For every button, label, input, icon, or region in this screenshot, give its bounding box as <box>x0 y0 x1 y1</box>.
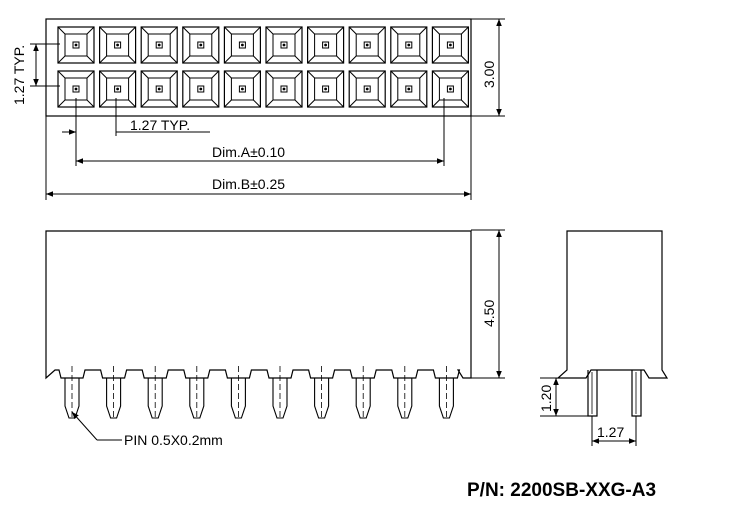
front-pin <box>314 366 330 420</box>
side-pitch-label: 1.27 <box>597 424 624 440</box>
socket-cell <box>390 26 428 64</box>
front-pins <box>64 366 454 420</box>
socket-cell <box>182 26 220 64</box>
row-pitch-label: 1.27 TYP. <box>11 45 27 105</box>
side-pitch-dimension <box>591 416 637 446</box>
socket-cell <box>57 26 95 64</box>
socket-cell <box>140 70 178 108</box>
socket-cell <box>57 70 95 108</box>
socket-cell <box>431 26 469 64</box>
front-pin <box>397 366 413 420</box>
front-pin <box>438 366 454 420</box>
socket-cell <box>140 26 178 64</box>
socket-cell <box>307 26 345 64</box>
socket-cell <box>223 70 261 108</box>
front-pin <box>189 366 205 420</box>
body-height-dimension <box>471 229 505 379</box>
socket-cell <box>348 26 386 64</box>
part-number: P/N: 2200SB-XXG-A3 <box>467 480 656 501</box>
socket-cell <box>307 70 345 108</box>
side-view-body <box>556 230 669 379</box>
socket-cell <box>182 70 220 108</box>
socket-cell <box>98 70 137 108</box>
top-height-dimension <box>471 18 505 117</box>
front-view-body <box>45 230 472 380</box>
side-pin-right <box>631 370 642 417</box>
socket-cell <box>348 70 386 108</box>
front-pin <box>64 366 80 420</box>
pin-callout-label: PIN 0.5X0.2mm <box>124 432 223 448</box>
row-pitch-dimension <box>30 43 60 87</box>
dim-b-label: Dim.B±0.25 <box>212 176 285 192</box>
socket-cell <box>265 26 303 64</box>
pin-length-label: 1.20 <box>538 385 554 412</box>
front-pin <box>272 366 288 420</box>
dim-a-label: Dim.A±0.10 <box>212 144 285 160</box>
pin-callout-leader <box>71 411 98 441</box>
socket-cell <box>390 70 428 108</box>
side-pin-left <box>587 370 598 417</box>
socket-cell <box>265 70 303 108</box>
side-view <box>556 230 669 417</box>
top-view <box>45 18 472 117</box>
pin-length-dimension <box>540 377 588 417</box>
top-height-label: 3.00 <box>481 61 497 88</box>
front-view <box>45 230 472 420</box>
front-pin <box>106 366 122 420</box>
socket-cell <box>431 70 469 108</box>
front-pin <box>355 366 371 420</box>
top-view-body <box>45 18 472 117</box>
column-pitch-label: 1.27 TYP. <box>130 117 190 133</box>
body-height-label: 4.50 <box>481 300 497 327</box>
socket-cell <box>98 26 137 64</box>
socket-grid <box>57 26 469 108</box>
socket-cell <box>223 26 261 64</box>
front-pin <box>230 366 246 420</box>
front-pin <box>147 366 163 420</box>
